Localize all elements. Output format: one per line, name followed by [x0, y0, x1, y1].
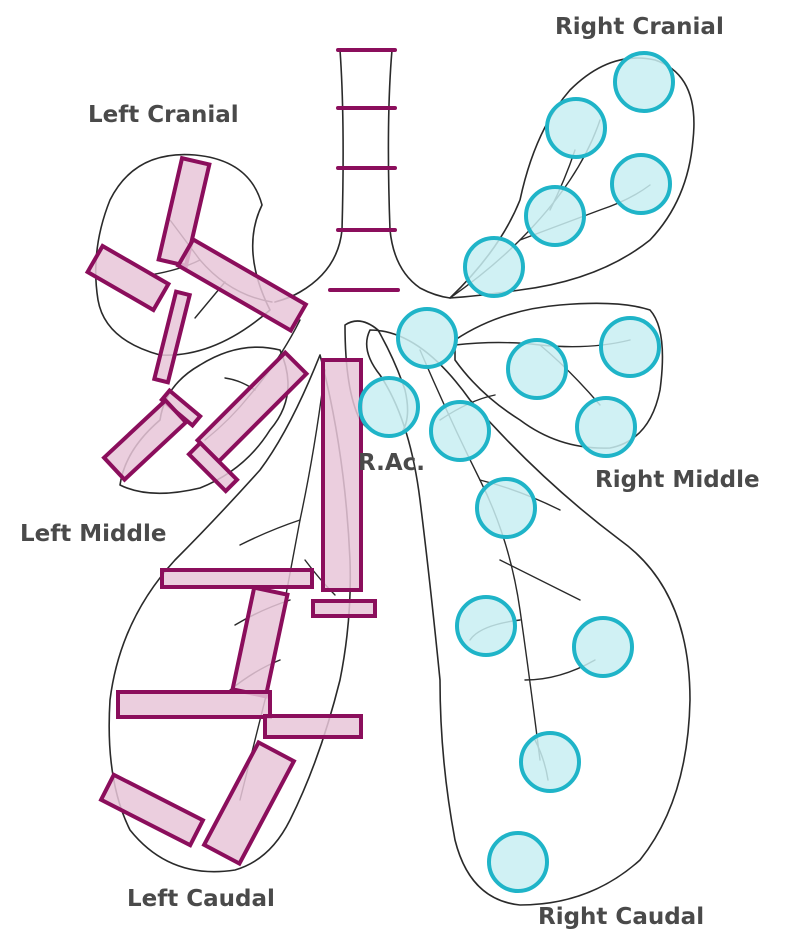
marker-rect	[162, 570, 312, 587]
marker-rect	[233, 588, 288, 697]
marker-rect	[178, 240, 306, 331]
label-left-caudal: Left Caudal	[127, 888, 275, 911]
marker-circle	[398, 309, 456, 367]
label-left-middle: Left Middle	[20, 523, 166, 546]
label-accessory: R.Ac.	[358, 452, 425, 475]
marker-circle	[526, 187, 584, 245]
marker-rect	[323, 360, 361, 590]
marker-rect	[313, 601, 375, 616]
marker-circle	[615, 53, 673, 111]
marker-circle	[521, 733, 579, 791]
marker-circle	[489, 833, 547, 891]
marker-circle	[577, 398, 635, 456]
marker-rect	[154, 292, 189, 383]
marker-circle	[612, 155, 670, 213]
marker-circle	[574, 618, 632, 676]
marker-circle	[360, 378, 418, 436]
marker-rect	[204, 742, 294, 863]
marker-rect	[198, 353, 307, 462]
marker-rect	[104, 400, 186, 479]
marker-rect	[88, 246, 169, 310]
trachea	[275, 50, 450, 302]
label-left-cranial: Left Cranial	[88, 104, 239, 127]
marker-circle	[477, 479, 535, 537]
trachea-rings	[330, 50, 398, 290]
marker-circle	[547, 99, 605, 157]
marker-rect	[118, 692, 270, 717]
marker-rect	[265, 716, 361, 737]
marker-circle	[431, 402, 489, 460]
marker-circle	[465, 238, 523, 296]
marker-circle	[601, 318, 659, 376]
label-right-middle: Right Middle	[595, 469, 760, 492]
left-markers	[88, 158, 375, 863]
marker-circle	[508, 340, 566, 398]
marker-rect	[101, 775, 203, 845]
marker-circle	[457, 597, 515, 655]
label-right-caudal: Right Caudal	[538, 906, 704, 929]
label-right-cranial: Right Cranial	[555, 16, 724, 39]
